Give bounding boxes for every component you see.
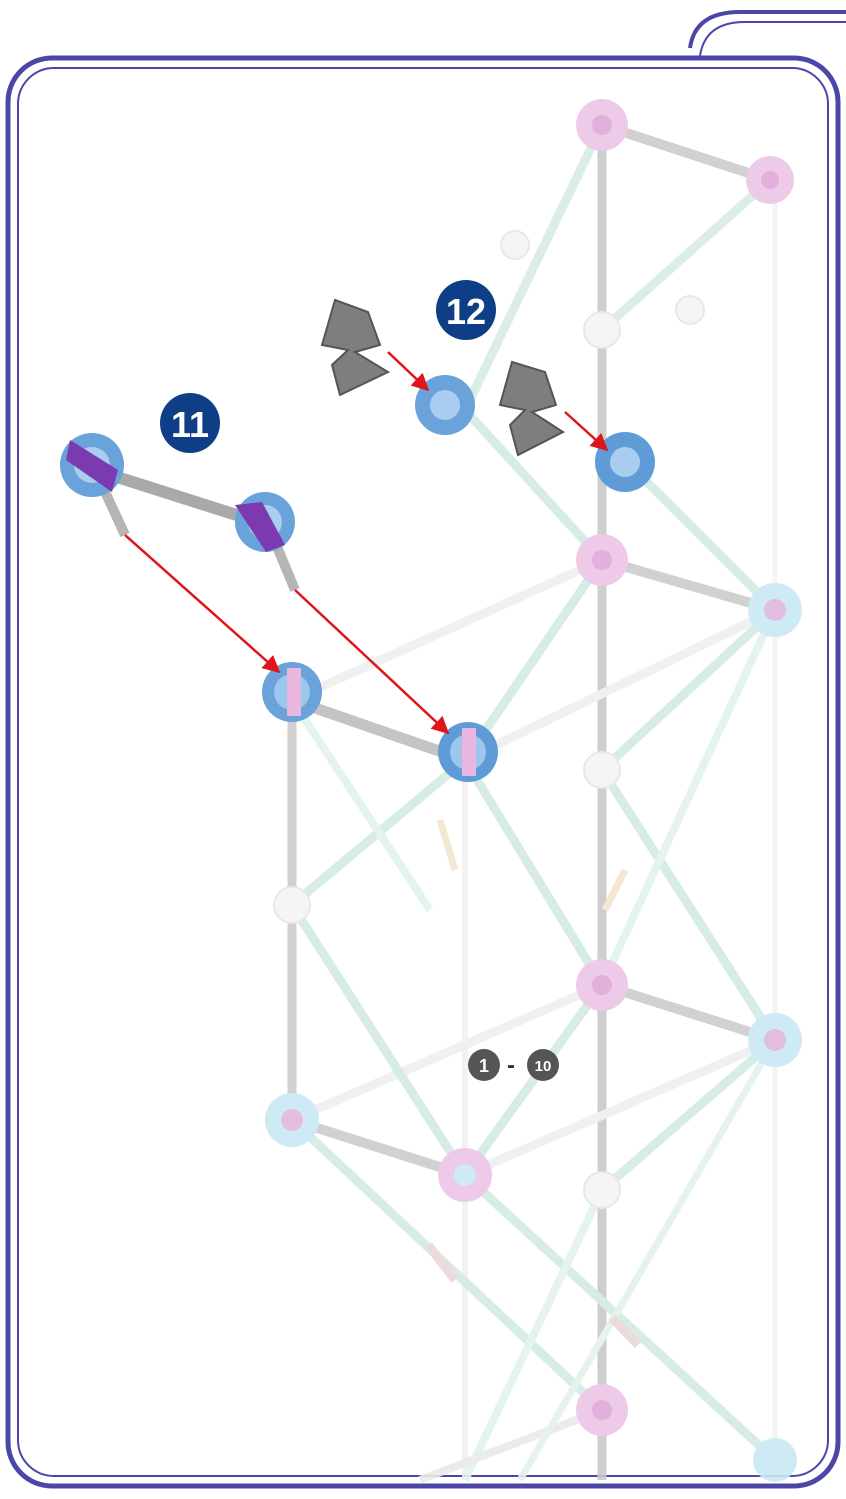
bracket-clip-icon [498, 360, 566, 457]
hub-connector-icon [583, 311, 621, 349]
hub-connector-icon [273, 886, 311, 924]
hub-connector-icon [438, 722, 498, 782]
hub-connector-icon [576, 1384, 628, 1436]
red-arrow-icon [294, 589, 450, 735]
bracket-clip-icon [66, 440, 118, 492]
hub-connector-icon [746, 156, 794, 204]
svg-text:11: 11 [171, 404, 209, 445]
hub-connector-icon [576, 959, 628, 1011]
hub-connector-icon [595, 432, 655, 492]
hub-connector-icon [583, 751, 621, 789]
step-12-assembly [320, 298, 655, 492]
red-arrow-icon [564, 411, 609, 452]
hub-connector-icon [415, 375, 475, 435]
hub-connector-icon [576, 99, 628, 151]
bracket-clip-icon [235, 502, 285, 552]
hub-connector-icon [60, 433, 124, 497]
hub-connector-icon [235, 492, 295, 552]
hub-connector-icon [265, 1093, 319, 1147]
step-11-assembly [60, 433, 498, 782]
steps-range-badge: 1 - 10 [468, 1049, 559, 1081]
svg-text:10: 10 [535, 1058, 552, 1075]
hub-connector-icon [583, 1171, 621, 1209]
hub-connector-icon [262, 662, 322, 722]
hub-connector-icon [753, 1438, 797, 1482]
red-arrow-icon [387, 351, 430, 392]
hub-connector-icon [500, 230, 530, 260]
hub-connector-icon [576, 534, 628, 586]
hub-connector-icon [748, 1013, 802, 1067]
svg-text:-: - [507, 1052, 515, 1079]
red-arrow-icon [124, 534, 281, 674]
hub-connector-icon [438, 1148, 492, 1202]
step-11-badge: 11 [160, 393, 220, 453]
bracket-clip-icon [320, 298, 391, 397]
svg-text:1: 1 [479, 1056, 489, 1076]
svg-text:12: 12 [446, 291, 486, 332]
step-12-badge: 12 [436, 280, 496, 340]
hub-connector-icon [748, 583, 802, 637]
background-tower [265, 99, 802, 1484]
hub-connector-icon [675, 295, 705, 325]
